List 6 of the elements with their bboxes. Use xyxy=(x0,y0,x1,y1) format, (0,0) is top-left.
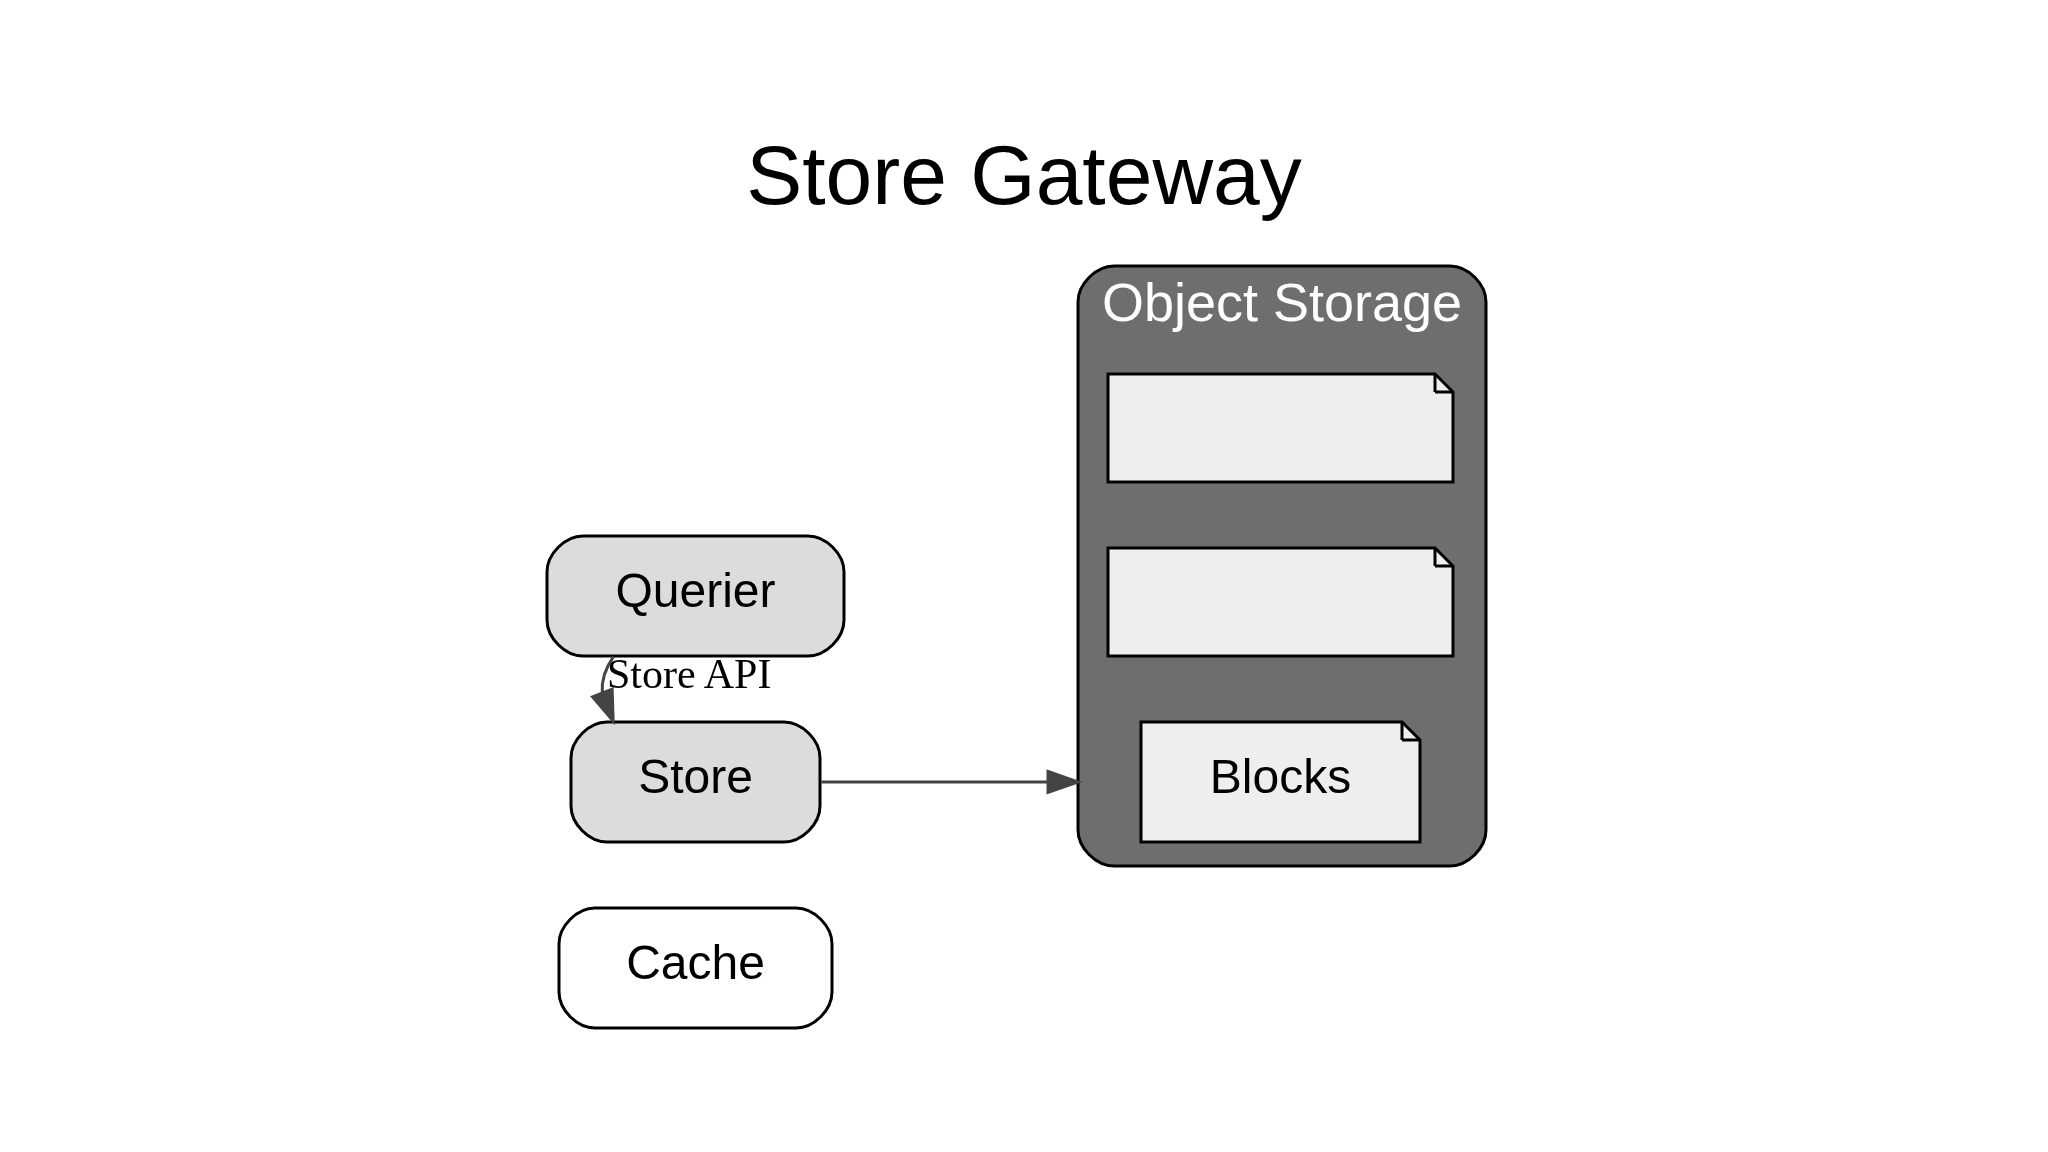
node-box: Store xyxy=(569,720,822,843)
arrow xyxy=(590,655,615,725)
node-box: Cache xyxy=(557,906,834,1029)
diagram-title: Store Gateway xyxy=(746,127,1302,222)
node-box: Querier xyxy=(545,534,846,657)
arrow xyxy=(821,768,1083,795)
